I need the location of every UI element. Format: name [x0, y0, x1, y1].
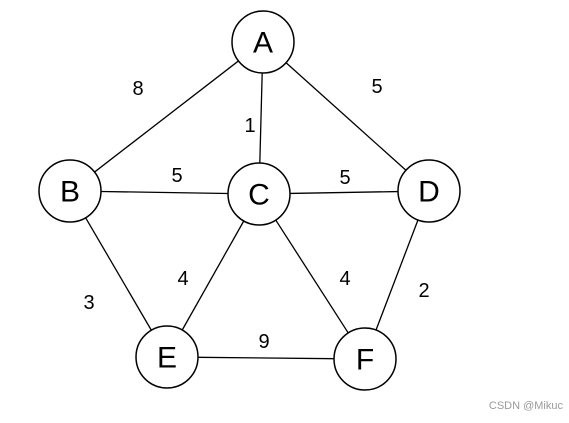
- node-label-c: C: [248, 179, 270, 212]
- node-label-b: B: [60, 176, 80, 209]
- node-b: B: [39, 160, 101, 222]
- edge-weight-c-e: 4: [177, 268, 188, 290]
- edge-a-d: [286, 63, 406, 171]
- edge-weight-a-d: 5: [371, 76, 382, 98]
- edge-weight-a-c: 1: [244, 115, 255, 137]
- edge-c-f: [276, 220, 348, 333]
- nodes-layer: A B C D E F: [39, 11, 460, 390]
- edge-weight-b-e: 3: [83, 292, 94, 314]
- edge-d-f: [376, 220, 418, 330]
- edge-a-b: [95, 61, 239, 172]
- node-label-a: A: [253, 27, 273, 60]
- node-label-e: E: [157, 342, 177, 375]
- node-a: A: [232, 11, 294, 73]
- node-d: D: [398, 160, 460, 222]
- edge-e-f: [198, 357, 334, 358]
- watermark: CSDN @Mikuc: [489, 400, 563, 412]
- edge-weight-b-c: 5: [171, 165, 182, 187]
- node-label-f: F: [356, 344, 374, 377]
- edge-c-e: [182, 221, 244, 330]
- edge-weight-c-f: 4: [339, 268, 350, 290]
- edge-weight-e-f: 9: [258, 331, 269, 353]
- edge-weight-a-b: 8: [132, 78, 143, 100]
- node-e: E: [136, 326, 198, 388]
- node-f: F: [334, 328, 396, 390]
- edge-b-c: [101, 191, 228, 193]
- edge-b-e: [86, 218, 152, 330]
- node-label-d: D: [418, 176, 440, 209]
- edge-c-d: [290, 192, 398, 194]
- node-c: C: [228, 163, 290, 225]
- edge-a-c: [260, 73, 262, 163]
- edge-weight-c-d: 5: [339, 167, 350, 189]
- edge-weight-d-f: 2: [418, 280, 429, 302]
